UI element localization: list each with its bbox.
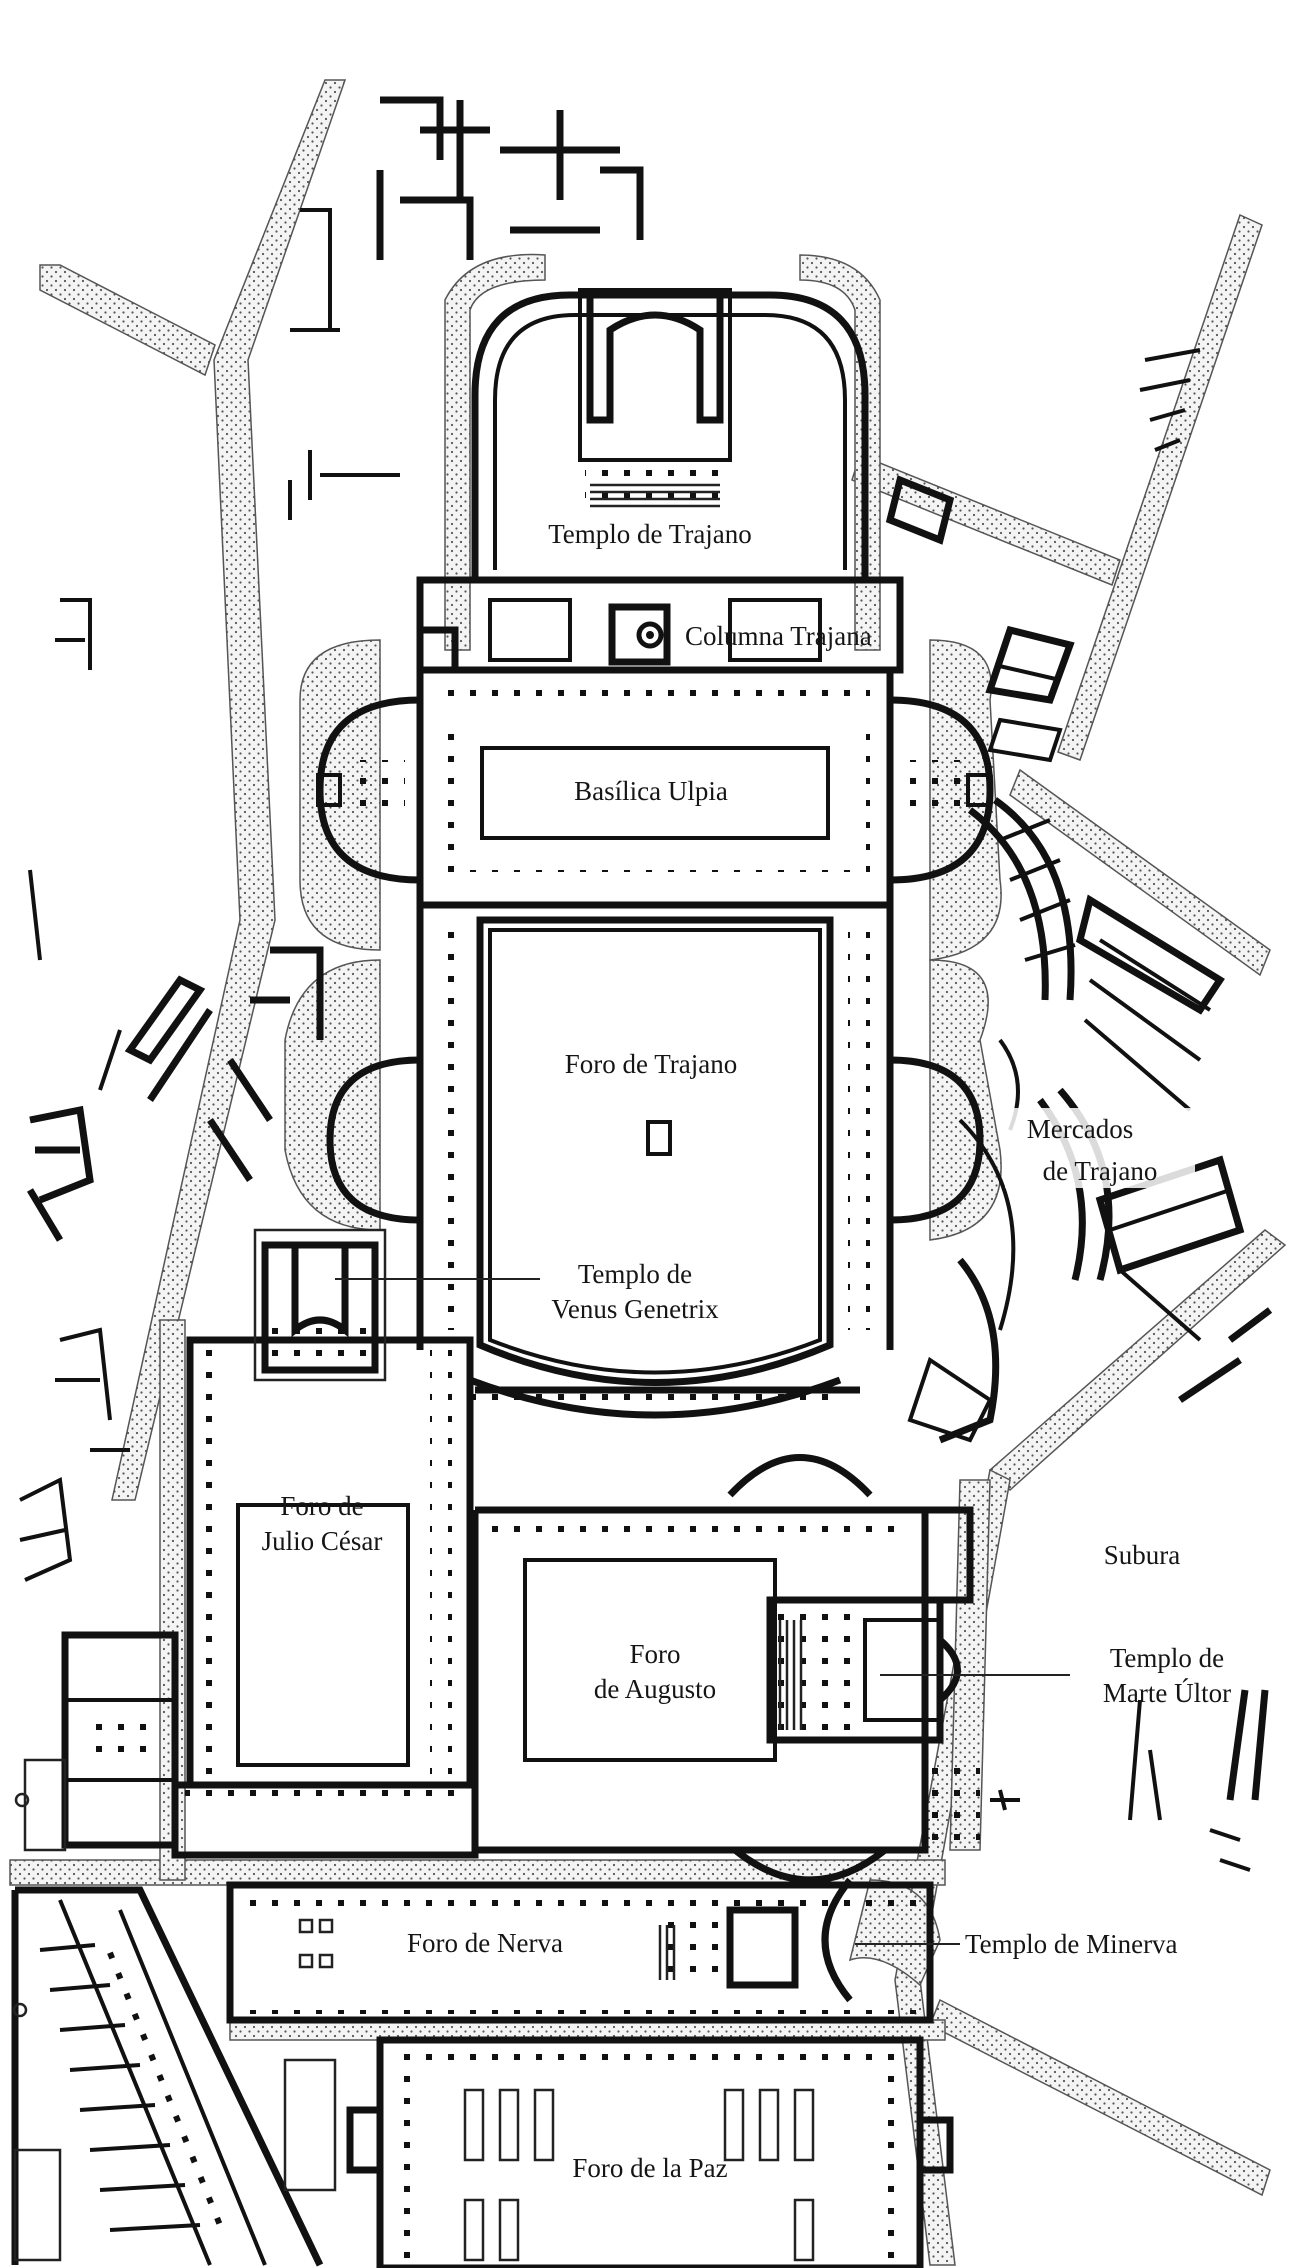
foro-nerva (226, 1877, 934, 2024)
label-marte-2: Marte Últor (1103, 1678, 1231, 1708)
right-side-fragments (885, 348, 1269, 1872)
label-foro-paz: Foro de la Paz (572, 2153, 727, 2183)
label-julio-1: Foro de (280, 1491, 363, 1521)
labels: Templo de Trajano Columna Trajana Basíli… (262, 512, 1231, 2183)
label-mercados-1: Mercados (1027, 1114, 1133, 1144)
foro-paz (346, 2036, 954, 2268)
label-mercados-2: de Trajano (1043, 1156, 1158, 1186)
label-venus-1: Templo de (578, 1259, 692, 1289)
label-venus-2: Venus Genetrix (551, 1294, 719, 1324)
label-templo-minerva: Templo de Minerva (965, 1929, 1178, 1959)
label-templo-trajano: Templo de Trajano (548, 519, 752, 549)
foro-augusto (471, 1386, 980, 1884)
label-foro-nerva: Foro de Nerva (407, 1928, 563, 1958)
label-augusto-1: Foro (629, 1639, 680, 1669)
label-columna-trajana: Columna Trajana (685, 621, 872, 651)
label-subura: Subura (1104, 1540, 1181, 1570)
basilica-ulpia (316, 666, 994, 909)
streets (9, 79, 1287, 2266)
label-marte-1: Templo de (1110, 1643, 1224, 1673)
label-foro-trajano: Foro de Trajano (565, 1049, 738, 1079)
surrounding-buildings (19, 96, 644, 1582)
label-julio-2: Julio César (262, 1526, 383, 1556)
templo-trajano-precinct (471, 288, 869, 580)
leader-lines (335, 1278, 1070, 1945)
foro-trajano (326, 905, 984, 1419)
bottom-left-structures (11, 1886, 337, 2267)
cesar-side-buildings (14, 1631, 179, 1852)
label-augusto-2: de Augusto (594, 1674, 716, 1704)
label-basilica-ulpia: Basílica Ulpia (574, 776, 728, 806)
mercados-trajano (907, 625, 1273, 1444)
